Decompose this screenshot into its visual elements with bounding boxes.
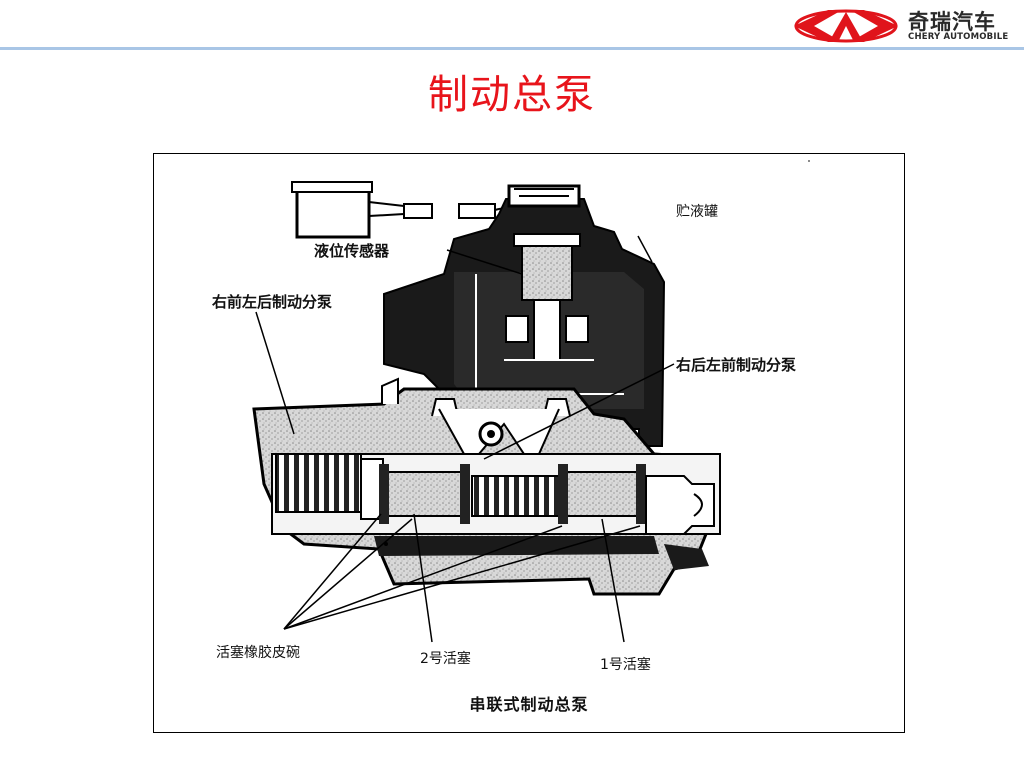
fluid-reservoir [383, 184, 666, 447]
cylinder-housing [252, 377, 721, 596]
chery-logo: 奇瑞汽车 CHERY AUTOMOBILE [790, 6, 1020, 46]
chery-emblem-icon [794, 9, 898, 43]
figure-caption: 串联式制动总泵 [469, 695, 589, 714]
master-cylinder-figure: 贮液罐 液位传感器 右前左后制动分泵 右后左前制动分泵 活塞橡胶皮碗 2号活塞 … [153, 153, 905, 733]
label-level-sensor: 液位传感器 [314, 242, 390, 260]
label-rf-lr-cylinder: 右前左后制动分泵 [212, 293, 333, 311]
master-cylinder-diagram [252, 160, 810, 643]
label-reservoir: 贮液罐 [676, 204, 718, 220]
brand-name-cn: 奇瑞汽车 [908, 10, 996, 34]
leader-lines [255, 235, 675, 643]
sensor-connector [291, 181, 527, 239]
label-piston-cups: 活塞橡胶皮碗 [216, 645, 300, 661]
label-piston-2: 2号活塞 [420, 651, 471, 667]
slide-title: 制动总泵 [428, 72, 596, 118]
label-piston-1: 1号活塞 [600, 657, 651, 673]
brand-name-en: CHERY AUTOMOBILE [908, 32, 1009, 42]
header-divider [0, 47, 1024, 50]
label-rr-lf-cylinder: 右后左前制动分泵 [676, 356, 797, 374]
